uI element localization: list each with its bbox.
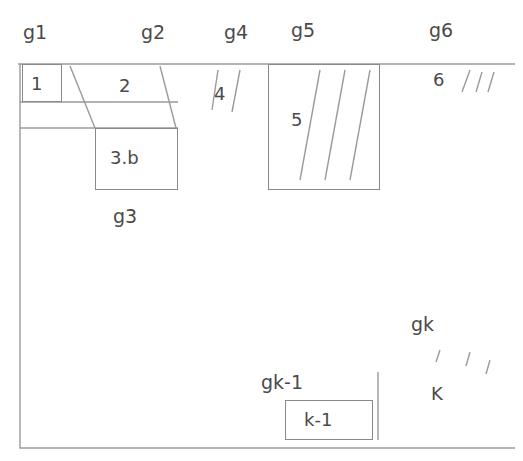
hatch-line	[436, 350, 490, 374]
slant-line	[160, 66, 176, 128]
box-number: K	[431, 385, 443, 403]
hatch-line	[462, 70, 470, 92]
box-number: 5	[291, 111, 302, 129]
group-label: g1	[23, 23, 47, 42]
sketch-box: g22	[66, 64, 178, 128]
group-label: gk	[411, 315, 434, 334]
box-number: k-1	[304, 411, 332, 429]
hatch-line	[232, 70, 240, 112]
top-edge	[18, 63, 515, 64]
box-number: 2	[119, 77, 130, 95]
sketch-box: g66	[400, 64, 513, 96]
box-number: 3.b	[110, 149, 139, 167]
hatch-line	[476, 72, 482, 92]
sketch-box: g44	[205, 64, 265, 124]
sketch-box: g55	[268, 64, 380, 190]
sketch-box: g11	[22, 64, 62, 102]
slant-line	[70, 66, 95, 128]
box-number: 4	[214, 85, 225, 103]
hatch-line	[300, 70, 320, 180]
sketch-box: gkK	[390, 340, 512, 440]
sketch-box: gk-1k-1	[285, 400, 373, 440]
group-label: g5	[291, 21, 315, 40]
hatch-line	[488, 72, 494, 92]
group-label: g2	[141, 23, 165, 42]
box-number: 1	[31, 75, 42, 93]
box-number: 6	[433, 71, 444, 89]
bracket-line	[377, 372, 378, 440]
sketch-box: 3.bg3	[95, 128, 178, 190]
group-label: g4	[224, 23, 248, 42]
group-label: g3	[113, 207, 137, 226]
group-label: gk-1	[261, 373, 303, 392]
hatch-line	[325, 70, 345, 180]
outer-frame	[20, 64, 515, 448]
hatch-line	[350, 70, 370, 180]
group-label: g6	[429, 21, 453, 40]
